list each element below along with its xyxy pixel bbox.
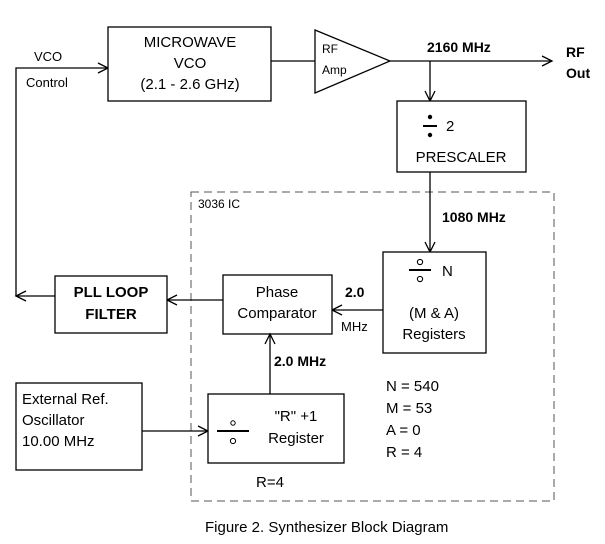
rf-out-label-1: RF (566, 44, 585, 60)
ic-label: 3036 IC (198, 197, 240, 211)
pll-loop-filter-block: PLL LOOP FILTER (54, 275, 168, 334)
prescaler-label: PRESCALER (416, 149, 507, 166)
prescaler-to-n-path: 1080 MHz (424, 172, 506, 254)
rf-amp-label-1: RF (322, 42, 338, 56)
rf-output-path: 2160 MHz RF Out (390, 39, 590, 81)
pll-filter-label-2: FILTER (85, 306, 137, 323)
n-to-comparator-path: 2.0 MHz (330, 284, 383, 334)
rf-amp-label-2: Amp (322, 63, 347, 77)
n-out-frequency-2: MHz (341, 319, 368, 334)
n-out-frequency-1: 2.0 (345, 284, 365, 300)
phase-comparator-block: Phase Comparator (222, 274, 333, 335)
n-register-block: N (M & A) Registers (382, 251, 487, 354)
phase-comparator-label-1: Phase (256, 284, 299, 301)
param-n: N = 540 (386, 378, 439, 395)
pll-filter-label-1: PLL LOOP (74, 284, 149, 301)
prescaler-block: 2 PRESCALER (396, 100, 527, 173)
ext-ref-label-1: External Ref. (22, 391, 109, 408)
divide-symbol-icon (423, 114, 437, 138)
n-register-label-1: (M & A) (409, 305, 459, 322)
n-divide-symbol-icon (409, 258, 431, 283)
vco-range: (2.1 - 2.6 GHz) (140, 76, 239, 93)
rf-out-label-2: Out (566, 65, 590, 81)
figure-caption: Figure 2. Synthesizer Block Diagram (205, 519, 448, 536)
r-register-label-1: "R" +1 (275, 408, 318, 425)
param-a: A = 0 (386, 422, 421, 439)
rf-amp-triangle: RF Amp (314, 29, 392, 94)
r-to-comparator-path: 2.0 MHz (264, 332, 326, 394)
n-register-label-2: Registers (402, 326, 465, 343)
prescaler-divisor: 2 (446, 118, 454, 135)
phase-comparator-label-2: Comparator (237, 305, 316, 322)
parameter-list: N = 540 M = 53 A = 0 R = 4 (386, 378, 439, 461)
r-divide-symbol-icon (217, 420, 249, 445)
ext-ref-label-3: 10.00 MHz (22, 433, 95, 450)
vco-title: MICROWAVE (144, 34, 237, 51)
ext-ref-label-2: Oscillator (22, 412, 85, 429)
param-m: M = 53 (386, 400, 432, 417)
r-register-block: "R" +1 Register (207, 393, 345, 464)
n-symbol: N (442, 263, 453, 280)
r-value-label: R=4 (256, 474, 284, 491)
vco-subtitle: VCO (174, 55, 207, 72)
output-frequency: 2160 MHz (427, 39, 491, 55)
ic-boundary: 3036 IC (190, 191, 555, 502)
r-out-frequency: 2.0 MHz (274, 353, 326, 369)
vco-control-label-1: VCO (34, 49, 62, 64)
param-r: R = 4 (386, 444, 422, 461)
r-register-label-2: Register (268, 430, 324, 447)
vco-control-path: VCO Control (15, 49, 110, 296)
microwave-vco-block: MICROWAVE VCO (2.1 - 2.6 GHz) (107, 26, 272, 102)
prescaler-out-frequency: 1080 MHz (442, 209, 506, 225)
external-reference-oscillator-block: External Ref. Oscillator 10.00 MHz (15, 382, 143, 471)
vco-control-label-2: Control (26, 75, 68, 90)
